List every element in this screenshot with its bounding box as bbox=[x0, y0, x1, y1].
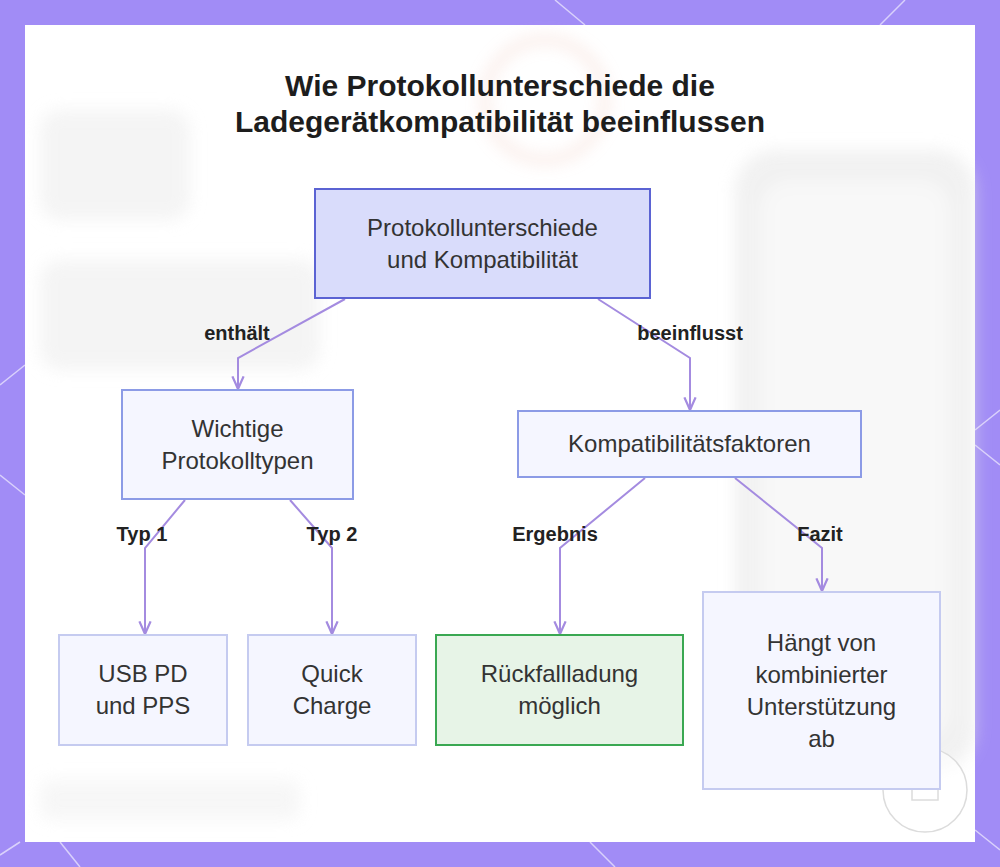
process-box: Rückfallladung möglich bbox=[435, 634, 684, 746]
node-text: Hängt von kombinierter Unterstützung ab bbox=[744, 627, 899, 755]
process-box: Hängt von kombinierter Unterstützung ab bbox=[702, 591, 941, 790]
process-box: Kompatibilitätsfaktoren bbox=[517, 410, 862, 478]
connector-arrow bbox=[238, 299, 345, 389]
process-box: Protokollunterschiede und Kompatibilität bbox=[314, 188, 651, 299]
connector-arrow bbox=[145, 500, 185, 634]
edge-label: Typ 2 bbox=[307, 523, 358, 546]
connector-arrow bbox=[560, 478, 645, 634]
node-text: Protokollunterschiede und Kompatibilität bbox=[346, 212, 619, 276]
node-text: Wichtige Protokolltypen bbox=[143, 413, 332, 477]
connector-arrow bbox=[598, 299, 690, 410]
connector-arrow bbox=[290, 500, 332, 634]
process-box: Quick Charge bbox=[247, 634, 417, 746]
blurred-backdrop bbox=[40, 40, 975, 820]
process-box: Wichtige Protokolltypen bbox=[121, 389, 354, 500]
edge-label: Typ 1 bbox=[117, 523, 168, 546]
node-text: USB PD und PPS bbox=[90, 658, 196, 722]
edge-label: Ergebnis bbox=[512, 523, 598, 546]
panel bbox=[25, 25, 975, 842]
node-text: Kompatibilitätsfaktoren bbox=[568, 428, 811, 460]
diagram-title: Wie Protokollunterschiede die Ladegerätk… bbox=[190, 68, 810, 140]
process-box: USB PD und PPS bbox=[58, 634, 228, 746]
edge-label: enthält bbox=[204, 322, 270, 345]
node-text: Rückfallladung möglich bbox=[457, 658, 662, 722]
node-text: Quick Charge bbox=[279, 658, 385, 722]
edge-label: beeinflusst bbox=[637, 322, 743, 345]
edge-label: Fazit bbox=[797, 523, 843, 546]
